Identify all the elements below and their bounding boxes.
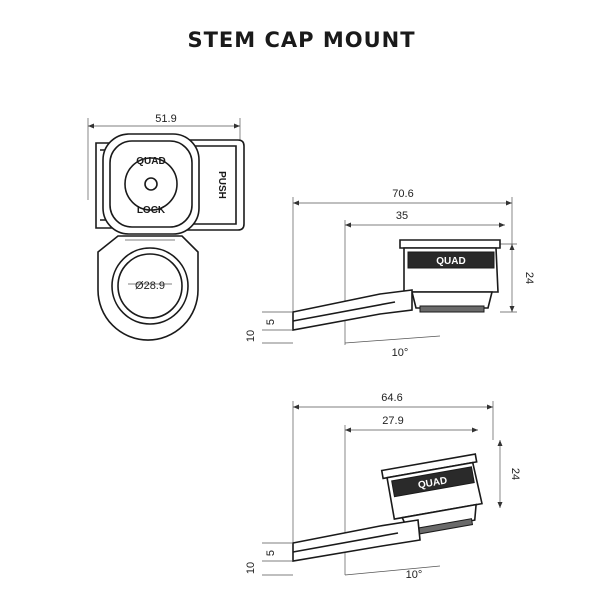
side1-thickness-label: 5 [265,319,277,325]
side2-angle-label: 10° [406,569,423,581]
side1-overall-label: 70.6 [392,188,413,200]
side1-base-label: 10 [245,330,257,342]
logo-lock: LOCK [137,205,166,216]
side2-offset-label: 27.9 [382,415,403,427]
side1-angle-label: 10° [392,347,409,359]
push-label: PUSH [216,171,227,199]
side2-base-label: 10 [245,562,257,574]
side-view-1: 70.6 35 24 QUAD 5 10 10° [245,188,535,359]
page-title: STEM CAP MOUNT [187,28,416,52]
quad-lock-disc: QUAD LOCK [102,133,200,235]
side1-logo: QUAD [436,256,465,267]
side-view-2: 64.6 27.9 24 QUAD 5 10 10° [245,392,521,581]
side2-overall-label: 64.6 [381,392,402,404]
stem-collar: Ø28.9 [97,235,199,341]
side1-height-label: 24 [523,272,535,284]
side2-logo: QUAD [417,475,448,491]
logo-quad: QUAD [136,156,165,167]
side1-offset-label: 35 [396,210,408,222]
side2-height-label: 24 [509,468,521,480]
diameter-label: Ø28.9 [135,280,165,292]
top-width-label: 51.9 [155,113,176,125]
side2-thickness-label: 5 [265,550,277,556]
top-view: 51.9 PUSH QUAD LOCK Ø28.9 [87,113,245,341]
